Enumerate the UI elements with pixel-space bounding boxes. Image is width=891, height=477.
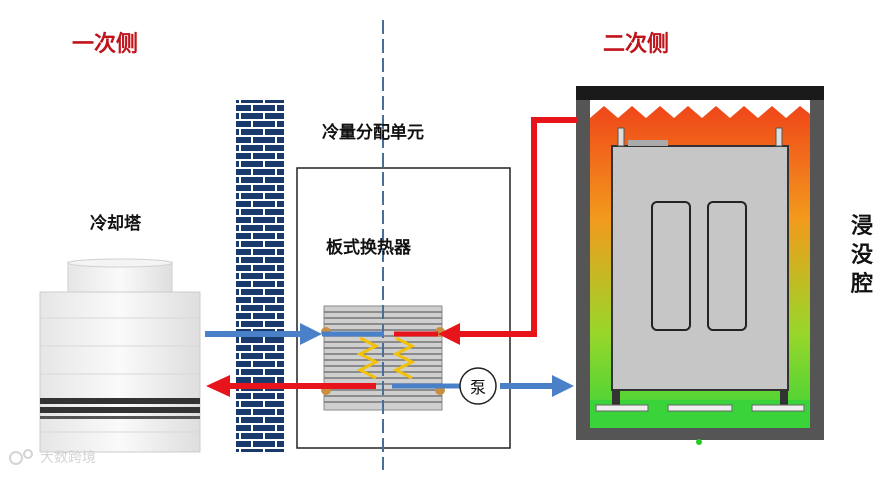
watermark-text: 大数跨境 bbox=[40, 450, 96, 466]
immersion-tank-label: 浸没腔 bbox=[850, 214, 873, 297]
primary-side-title: 一次侧 bbox=[72, 32, 139, 57]
secondary-hot-flow bbox=[394, 117, 578, 345]
hot-return-flow bbox=[206, 375, 376, 397]
brick-wall bbox=[236, 100, 284, 452]
plate-heat-exchanger-label: 板式换热器 bbox=[326, 238, 411, 258]
cold-supply-flow bbox=[205, 323, 384, 345]
cdu-label: 冷量分配单元 bbox=[322, 123, 424, 143]
secondary-cold-flow bbox=[392, 375, 574, 397]
pump-icon bbox=[459, 367, 497, 405]
pump-label: 泵 bbox=[469, 378, 486, 397]
cooling-tower-label: 冷却塔 bbox=[90, 214, 141, 234]
secondary-side-title: 二次侧 bbox=[603, 32, 670, 57]
immersion-tank bbox=[576, 86, 824, 445]
cdu-box bbox=[296, 167, 511, 449]
watermark-logo-icon bbox=[9, 449, 33, 465]
cooling-tower bbox=[39, 258, 201, 453]
